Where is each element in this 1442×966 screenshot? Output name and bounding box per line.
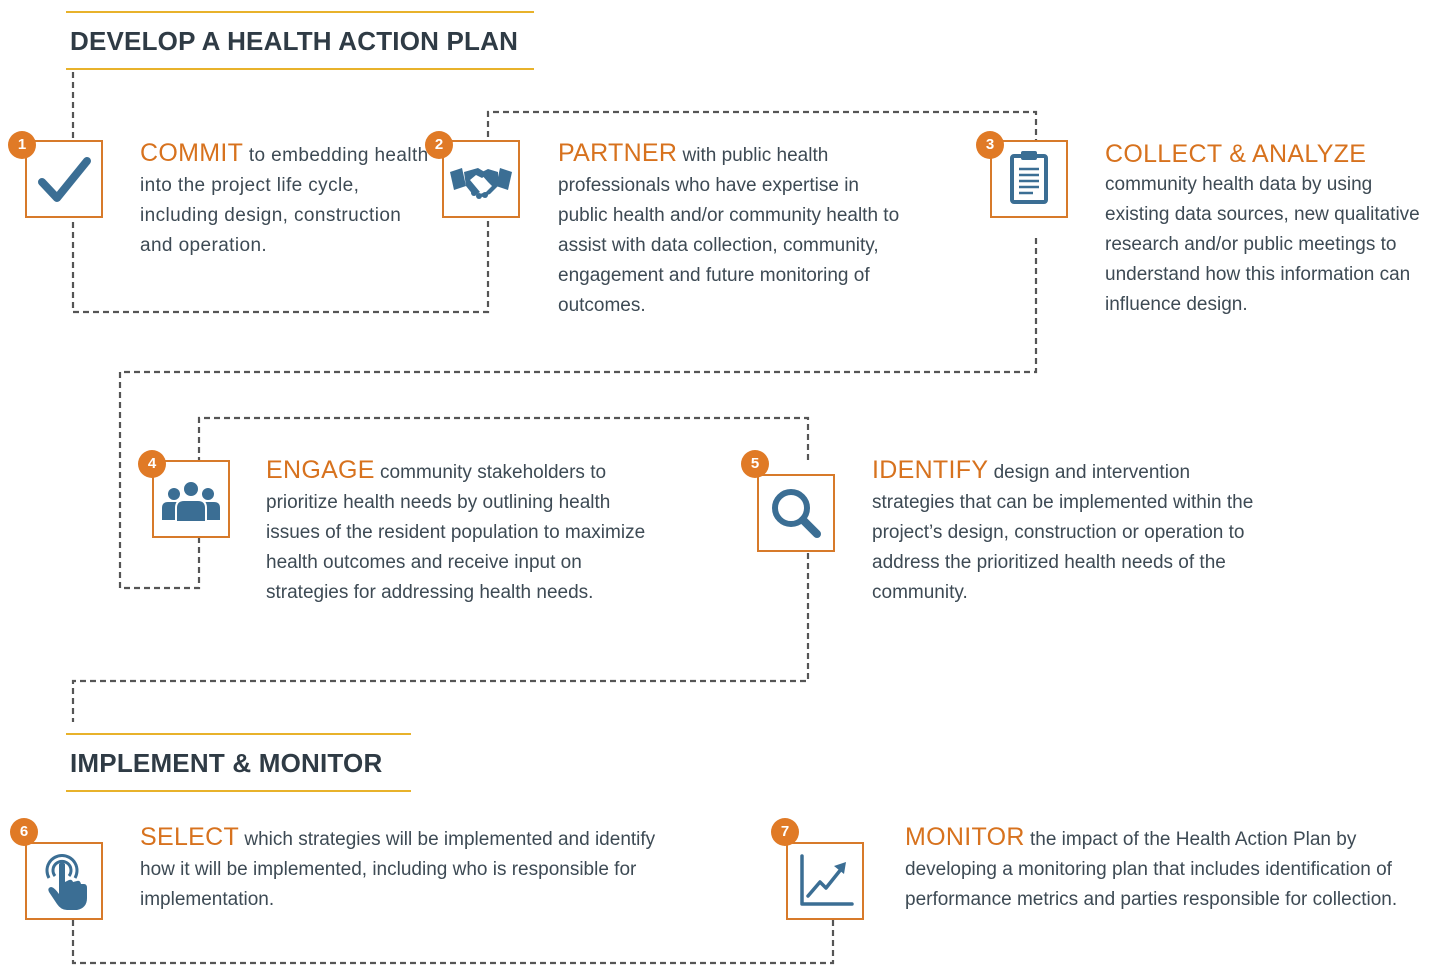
- step-7-keyword: MONITOR: [905, 823, 1025, 851]
- people-group-icon: [162, 480, 220, 523]
- step-3-icon-box: [990, 140, 1068, 218]
- step-7-description: the impact of the Health Action Plan by …: [905, 829, 1398, 910]
- connector-6-7: [71, 920, 835, 965]
- gold-rule-bottom-develop: [66, 68, 534, 70]
- section-title-develop: DEVELOP A HEALTH ACTION PLAN: [70, 26, 519, 56]
- gold-rule-bottom-implement: [66, 790, 411, 792]
- step-2-number-badge: 2: [425, 131, 453, 159]
- step-7-number-badge: 7: [771, 818, 799, 846]
- step-3-text: COLLECT & ANALYZE community health data b…: [1105, 138, 1435, 320]
- step-3-description: community health data by using existing …: [1105, 174, 1420, 315]
- step-6-icon-box: [25, 842, 103, 920]
- step-5-number-badge: 5: [741, 450, 769, 478]
- step-2-text: PARTNER with public health professionals…: [558, 138, 908, 321]
- step-6-text: SELECT which strategies will be implemen…: [140, 822, 660, 915]
- step-6-keyword: SELECT: [140, 823, 240, 851]
- handshake-icon: [450, 168, 512, 199]
- step-7-text: MONITOR the impact of the Health Action …: [905, 822, 1410, 915]
- step-2-description: with public health professionals who hav…: [558, 145, 900, 316]
- step-5-icon-box: [757, 474, 835, 552]
- step-4-icon-box: [152, 460, 230, 538]
- step-1-number-badge: 1: [8, 131, 36, 159]
- gold-rule-top-develop: [66, 11, 534, 13]
- step-4-keyword: ENGAGE: [266, 456, 375, 484]
- magnifier-icon: [772, 489, 821, 538]
- touch-hand-icon: [45, 854, 87, 910]
- step-5-keyword: IDENTIFY: [872, 456, 989, 484]
- step-5-description: design and intervention strategies that …: [872, 462, 1254, 603]
- trend-chart-icon: [800, 854, 854, 906]
- clipboard-icon: [1010, 151, 1048, 204]
- gold-rule-top-implement: [66, 733, 411, 735]
- step-3-number-badge: 3: [976, 131, 1004, 159]
- step-7-icon-box: [786, 842, 864, 920]
- step-2-icon-box: [442, 140, 520, 218]
- step-5-text: IDENTIFY design and intervention strateg…: [872, 455, 1272, 608]
- step-1-description: to embedding health into the project lif…: [140, 145, 429, 256]
- step-6-number-badge: 6: [10, 818, 38, 846]
- checkmark-icon: [38, 157, 91, 202]
- step-2-keyword: PARTNER: [558, 139, 678, 167]
- step-4-description: community stakeholders to prioritize hea…: [266, 462, 646, 603]
- section-title-implement: IMPLEMENT & MONITOR: [70, 748, 383, 778]
- step-4-number-badge: 4: [138, 450, 166, 478]
- step-3-keyword: COLLECT & ANALYZE: [1105, 140, 1367, 168]
- step-1-icon-box: [25, 140, 103, 218]
- step-1-keyword: COMMIT: [140, 139, 244, 167]
- step-6-description: which strategies will be implemented and…: [140, 829, 656, 910]
- step-1-text: COMMIT to embedding health into the proj…: [140, 138, 430, 261]
- step-4-text: ENGAGE community stakeholders to priorit…: [266, 455, 666, 608]
